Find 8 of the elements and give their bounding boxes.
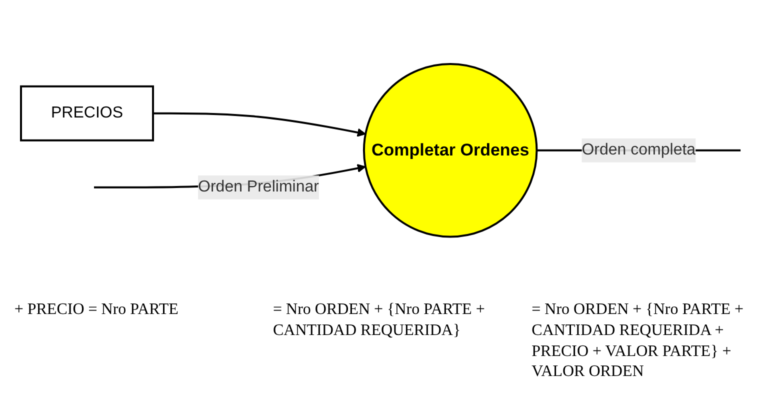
data-composition-note: = Nro ORDEN + {Nro PARTE + CANTIDAD REQUERIDA + PRECIO + VALOR PARTE} + VALOR ORDEN [532, 300, 745, 382]
node-box: PRECIOS [20, 85, 154, 141]
edge-label: Orden completa [582, 140, 696, 158]
arrow [153, 112, 366, 136]
data-composition-note: + PRECIO = Nro PARTE [14, 300, 180, 320]
edge-label: Orden Preliminar [198, 178, 320, 195]
node-circle: Completar Ordenes [363, 62, 538, 238]
data-composition-note: = Nro ORDEN + {Nro PARTE + CANTIDAD REQUERIDA} [272, 300, 486, 341]
